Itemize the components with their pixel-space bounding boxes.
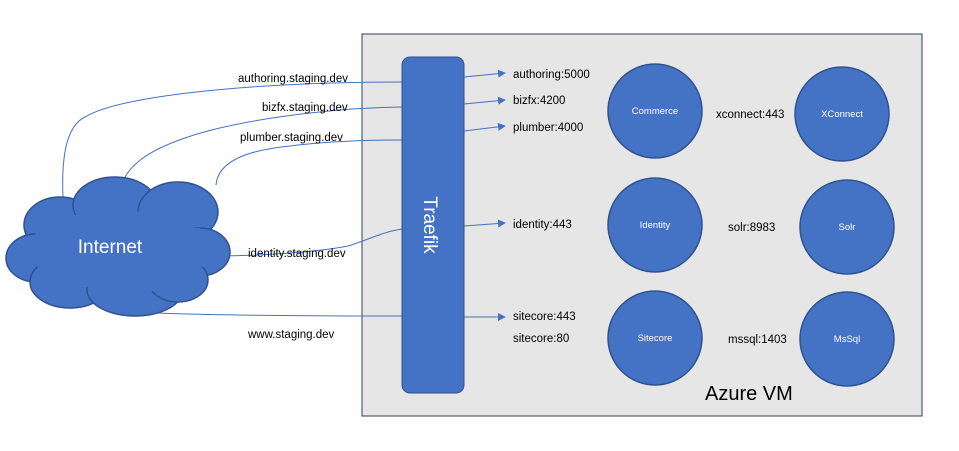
internet-cloud: Internet (5, 176, 231, 317)
label-xconnect: XConnect (821, 109, 863, 120)
label-commerce: Commerce (632, 106, 678, 117)
label-mssql: MsSql (834, 334, 860, 345)
route-bizfx: bizfx:4200 (513, 95, 565, 107)
arrow-identity (463, 219, 506, 228)
route-identity: identity:443 (513, 219, 572, 231)
traefik-bar (401, 56, 465, 394)
route-plumber: plumber:4000 (513, 122, 583, 134)
link-plumber (215, 139, 403, 186)
route-arrows (463, 69, 506, 321)
label-solr: Solr (839, 222, 856, 233)
node-commerce (607, 63, 703, 159)
link-authoring (62, 81, 403, 198)
hostname-labels: authoring.staging.dev bizfx.staging.dev … (238, 73, 348, 341)
hostname-authoring: authoring.staging.dev (238, 73, 348, 85)
link-xconnect-label: xconnect:443 (716, 109, 784, 121)
link-labels: xconnect:443 solr:8983 mssql:1403 (716, 109, 787, 346)
link-identity (212, 228, 403, 257)
hostname-bizfx: bizfx.staging.dev (262, 102, 348, 114)
service-nodes (607, 63, 895, 387)
route-sitecore-https: sitecore:443 (513, 311, 576, 323)
arrow-plumber (463, 122, 506, 132)
route-sitecore-http: sitecore:80 (513, 333, 569, 345)
link-bizfx (118, 106, 403, 193)
hostname-www: www.staging.dev (247, 329, 335, 341)
node-identity (607, 177, 703, 273)
azure-vm-label: Azure VM (705, 383, 793, 405)
service-labels: Commerce XConnect Identity Solr Sitecore… (632, 106, 863, 345)
node-solr (799, 179, 895, 275)
label-sitecore: Sitecore (638, 333, 673, 344)
node-mssql (799, 291, 895, 387)
node-xconnect (794, 66, 890, 162)
hostname-plumber: plumber.staging.dev (240, 132, 343, 144)
link-solr-label: solr:8983 (728, 222, 775, 234)
label-identity: Identity (640, 220, 671, 231)
traefik-label: Traefik (419, 196, 440, 254)
arrow-authoring (463, 69, 506, 78)
route-authoring: authoring:5000 (513, 69, 590, 81)
route-labels: authoring:5000 bizfx:4200 plumber:4000 i… (513, 69, 590, 345)
node-sitecore (607, 290, 703, 386)
hostname-identity: identity.staging.dev (248, 248, 346, 260)
arrow-bizfx (463, 96, 506, 105)
link-mssql-label: mssql:1403 (728, 334, 787, 346)
internet-label: Internet (78, 237, 143, 258)
